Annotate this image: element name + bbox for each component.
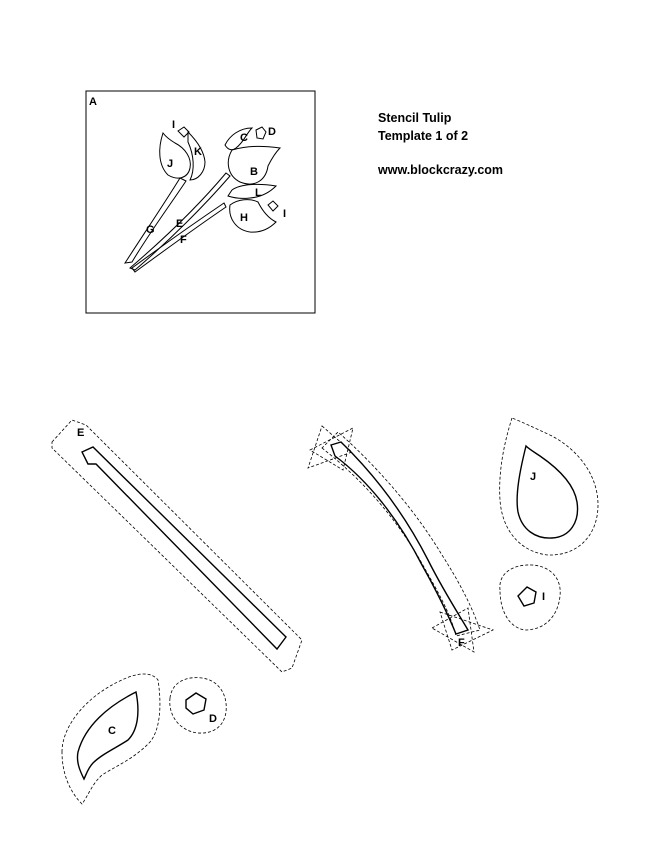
piece-J-cut-margin (499, 417, 599, 556)
piece-E-outline (81, 446, 287, 651)
stencil-piece-I: I (499, 564, 561, 631)
stencil-piece-D: D (169, 677, 227, 734)
preview-tulip-J (159, 131, 191, 179)
piece-F-outline (330, 441, 470, 635)
piece-C-label: C (108, 725, 116, 737)
preview-stem-G (123, 177, 187, 264)
preview-label-H: H (240, 212, 248, 224)
piece-F-cut-margin (321, 431, 481, 637)
preview-label-F: F (180, 234, 187, 246)
preview-piece-I-top (177, 126, 190, 138)
piece-I-outline (517, 586, 537, 607)
piece-D-outline (185, 692, 207, 715)
stencil-piece-J: J (499, 417, 599, 556)
preview-tulip-C (224, 127, 254, 151)
preview-frame (85, 90, 316, 314)
piece-D-cut-margin (169, 677, 227, 734)
piece-F-bottom-star-a (431, 607, 475, 653)
preview-label-E: E (176, 218, 183, 230)
piece-F-label: F (458, 637, 465, 649)
stencil-piece-F: F (307, 425, 495, 653)
piece-J-outline (516, 444, 579, 539)
title-line-2: Template 1 of 2 (378, 129, 469, 143)
preview-tulip-B (227, 145, 282, 185)
preview-piece-D (255, 126, 267, 140)
piece-E-cut-margin (51, 419, 303, 673)
piece-C-cut-margin (61, 673, 161, 805)
preview-stem-E (129, 172, 231, 271)
stencil-piece-C: C (61, 673, 161, 805)
preview-label-G: G (146, 224, 155, 236)
preview-piece-I-right (267, 200, 279, 212)
stencil-piece-E: E (51, 419, 303, 673)
piece-F-bottom-star-b (439, 611, 495, 651)
preview-diagram: A I J K C D B L I H G E F (85, 90, 316, 314)
preview-label-L: L (255, 187, 262, 199)
website-url: www.blockcrazy.com (378, 163, 504, 177)
preview-label-C: C (240, 132, 248, 144)
preview-label-B: B (250, 166, 258, 178)
piece-J-label: J (530, 471, 536, 483)
preview-label-D: D (268, 126, 276, 138)
preview-tulip-L (227, 183, 278, 199)
title-line-1: Stencil Tulip (378, 111, 452, 125)
template-title: Stencil Tulip Template 1 of 2 www.blockc… (378, 109, 503, 179)
preview-label-I-right: I (283, 208, 286, 220)
preview-label-A: A (89, 96, 97, 108)
piece-D-label: D (209, 713, 217, 725)
piece-F-top-star-a (309, 427, 354, 471)
preview-stem-F (131, 202, 227, 273)
preview-label-K: K (194, 146, 202, 158)
piece-E-label: E (77, 427, 84, 439)
preview-tulip-H (229, 199, 277, 233)
piece-C-outline (76, 690, 139, 781)
piece-I-label: I (542, 591, 545, 603)
preview-label-I-top: I (172, 119, 175, 131)
piece-I-cut-margin (499, 564, 561, 631)
preview-tulip-K (187, 130, 206, 181)
preview-label-J: J (167, 158, 173, 170)
